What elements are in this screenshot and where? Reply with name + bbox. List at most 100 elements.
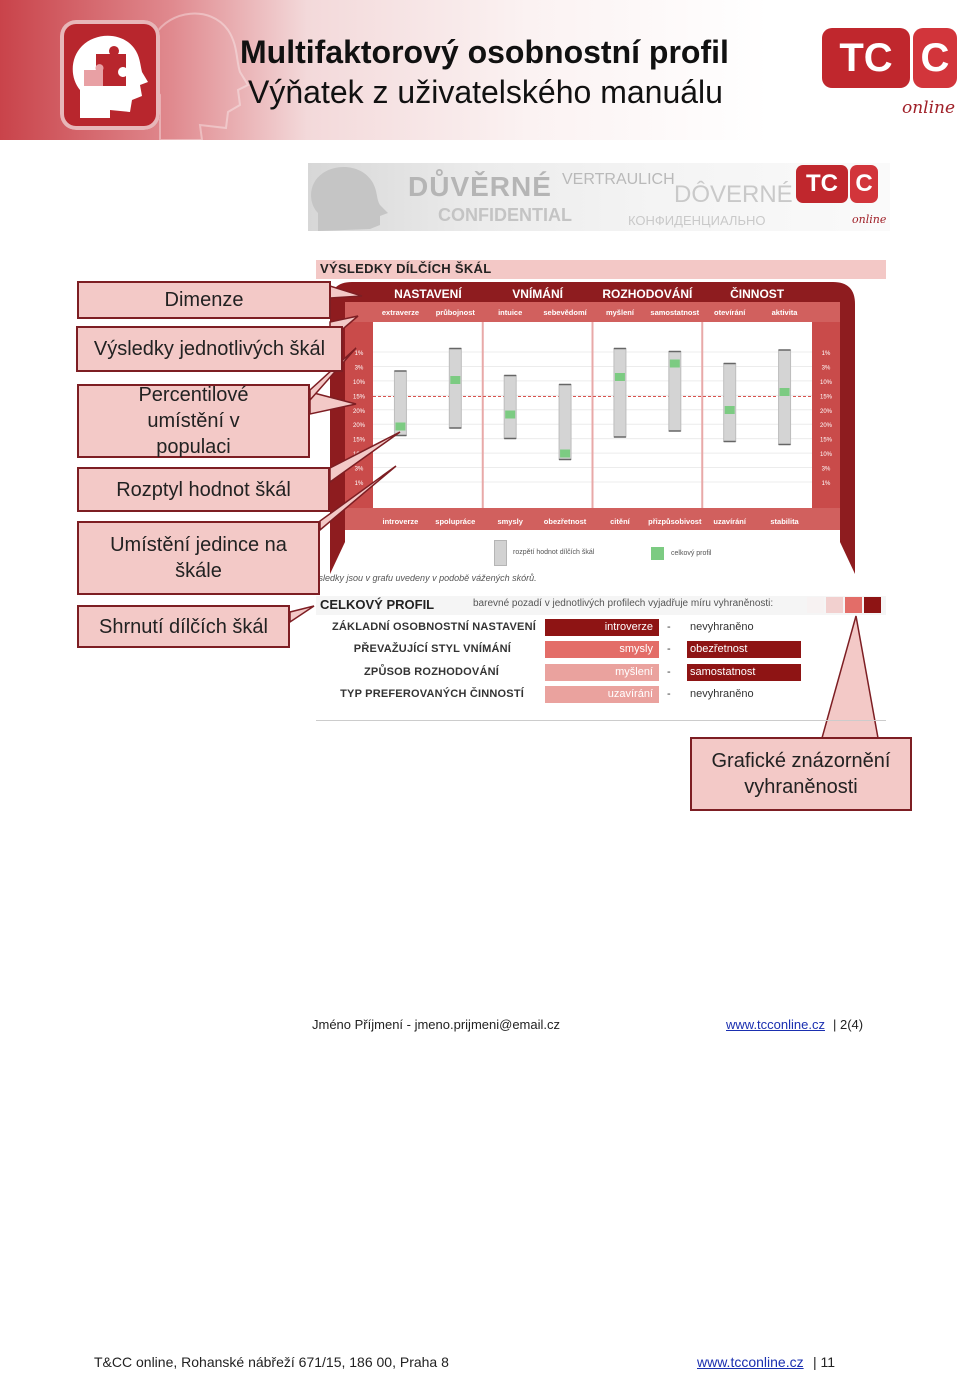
percentile-label-right: 3% <box>822 467 831 473</box>
intensity-swatch-2 <box>826 597 843 613</box>
scale-top-label: intuice <box>498 308 522 317</box>
chart-top-label-band <box>345 302 840 322</box>
confidential-slovak: DÔVERNÉ <box>674 181 793 208</box>
dimension-heading: ČINNOST <box>730 286 785 301</box>
header-banner: Multifaktorový osobnostní profil Výňatek… <box>0 0 960 140</box>
footer-website-link[interactable]: www.tcconline.cz <box>726 1017 825 1032</box>
percentile-label-left: 20% <box>353 423 366 429</box>
percentile-label-left: 15% <box>353 438 366 444</box>
profile-row-right: samostatnost <box>687 664 801 681</box>
tcc-logo-small-online: online <box>852 213 887 226</box>
scale-bottom-label: uzavírání <box>713 517 746 526</box>
footer-contact: Jméno Příjmení - jmeno.prijmeni@email.cz <box>312 1017 560 1032</box>
percentile-label-left: 15% <box>353 394 366 400</box>
percentile-label-right: 1% <box>822 481 831 487</box>
percentile-label-left: 10% <box>353 380 366 386</box>
percentile-label-left: 3% <box>355 365 364 371</box>
individual-score-marker <box>779 388 790 396</box>
profile-row-left: myšlení <box>545 664 659 681</box>
scale-bottom-label: přizpůsobivost <box>648 517 702 526</box>
scale-bottom-label: smysly <box>497 517 523 526</box>
percentile-label-right: 1% <box>822 351 831 357</box>
confidential-banner: DŮVĚRNÉ CONFIDENTIAL VERTRAULICH DÔVERNÉ… <box>308 163 890 231</box>
bottom-page-number: | 11 <box>813 1354 836 1370</box>
bottom-address: T&CC online, Rohanské nábřeží 671/15, 18… <box>94 1354 449 1370</box>
callout-shrnuti: Shrnutí dílčích škál <box>77 605 290 648</box>
profile-row-right: obezřetnost <box>687 641 801 658</box>
dimension-heading: NASTAVENÍ <box>394 286 462 301</box>
page-title: Multifaktorový osobnostní profil <box>240 34 729 70</box>
bottom-website-link[interactable]: www.tcconline.cz <box>697 1354 804 1370</box>
percentile-label-right: 20% <box>820 423 833 429</box>
scales-chart: 1%1%3%3%10%10%15%15%20%20%20%20%15%15%10… <box>330 282 855 574</box>
callout-connector-lines <box>289 284 879 739</box>
percentile-label-right: 10% <box>820 452 833 458</box>
profile-row-right: nevyhraněno <box>690 688 754 700</box>
head-watermark-graphic <box>311 167 388 231</box>
scale-bottom-label: obezřetnost <box>544 517 587 526</box>
dimension-heading: ROZHODOVÁNÍ <box>602 286 693 301</box>
tcc-logo-small: TC C online <box>796 165 886 226</box>
profile-row-label: ZPŮSOB ROZHODOVÁNÍ <box>364 666 499 678</box>
results-section-title: VÝSLEDKY DÍLČÍCH ŠKÁL <box>320 261 492 276</box>
profile-row-label: PŘEVAŽUJÍCÍ STYL VNÍMÁNÍ <box>353 643 511 655</box>
scale-bottom-label: stabilita <box>770 517 799 526</box>
chart-footnote: ýsledky jsou v grafu uvedeny v podobě vá… <box>314 573 537 583</box>
profile-row-left: introverze <box>545 619 659 636</box>
percentile-label-left: 1% <box>355 351 364 357</box>
tcc-logo-online: online <box>902 98 956 118</box>
callout-vysledky-skal: Výsledky jednotlivých škál <box>76 326 343 372</box>
callout-percentilove-umisteni: Percentilové umístění v populaci <box>77 384 310 458</box>
confidential-german: VERTRAULICH <box>562 171 675 188</box>
scale-top-label: aktivita <box>772 308 799 317</box>
scale-top-label: samostatnost <box>650 308 699 317</box>
percentile-label-left: 1% <box>355 481 364 487</box>
legend-range-swatch <box>494 540 507 566</box>
callout-umisteni-jedince: Umístění jedince na škále <box>77 521 320 595</box>
overall-profile-bar <box>316 596 886 615</box>
confidential-czech: DŮVĚRNÉ <box>408 171 552 202</box>
overall-profile-title: CELKOVÝ PROFIL <box>320 597 435 612</box>
percentile-label-right: 15% <box>820 438 833 444</box>
profile-row-right: nevyhraněno <box>690 621 754 633</box>
individual-score-marker <box>724 406 735 414</box>
individual-score-marker <box>614 373 625 381</box>
profile-row-dash: - <box>667 688 671 700</box>
profile-row-dash: - <box>667 666 671 678</box>
scales-chart-svg: 1%1%3%3%10%10%15%15%20%20%20%20%15%15%10… <box>330 282 855 574</box>
percentile-label-right: 3% <box>822 365 831 371</box>
legend-profile-label: celkový profil <box>671 550 712 557</box>
intensity-swatch-1 <box>807 597 824 613</box>
scale-top-label: extraverze <box>382 308 419 317</box>
profile-row-dash: - <box>667 643 671 655</box>
tcc-logo-tc: TC <box>822 28 910 88</box>
callout-graficke-znazorneni: Grafické znázornění vyhraněnosti <box>690 737 912 811</box>
profile-row-label: ZÁKLADNÍ OSOBNOSTNÍ NASTAVENÍ <box>331 621 536 633</box>
intensity-swatch-3 <box>845 597 862 613</box>
chart-bottom-label-band <box>345 508 840 530</box>
scale-bottom-label: spolupráce <box>435 517 475 526</box>
individual-score-marker <box>669 359 680 368</box>
profile-row-left: smysly <box>545 641 659 658</box>
callout-dimenze: Dimenze <box>77 281 331 319</box>
scale-bottom-label: citění <box>610 517 631 526</box>
profile-row-dash: - <box>667 621 671 633</box>
percentile-label-right: 15% <box>820 394 833 400</box>
scale-top-label: sebevědomí <box>543 308 587 317</box>
individual-score-marker <box>505 410 516 419</box>
callout-rozptyl: Rozptyl hodnot škál <box>77 467 330 512</box>
individual-score-marker <box>560 449 571 458</box>
percentile-label-right: 20% <box>820 409 833 415</box>
overall-profile-divider <box>316 720 886 721</box>
footer-page-number: | 2(4) <box>833 1017 864 1032</box>
scale-top-label: myšlení <box>606 308 635 317</box>
results-section-heading: VÝSLEDKY DÍLČÍCH ŠKÁL <box>316 260 886 279</box>
individual-score-marker <box>450 376 461 384</box>
percentile-label-left: 3% <box>355 467 364 473</box>
legend-range-label: rozpětí hodnot dílčích škál <box>513 549 595 556</box>
profile-row-left: uzavírání <box>545 686 659 703</box>
tcc-logo-small-c: C <box>850 165 878 203</box>
chart-right-percentile-strip <box>812 322 840 508</box>
tcc-logo-small-tc: TC <box>796 165 848 203</box>
dimension-heading: VNÍMÁNÍ <box>512 286 563 301</box>
